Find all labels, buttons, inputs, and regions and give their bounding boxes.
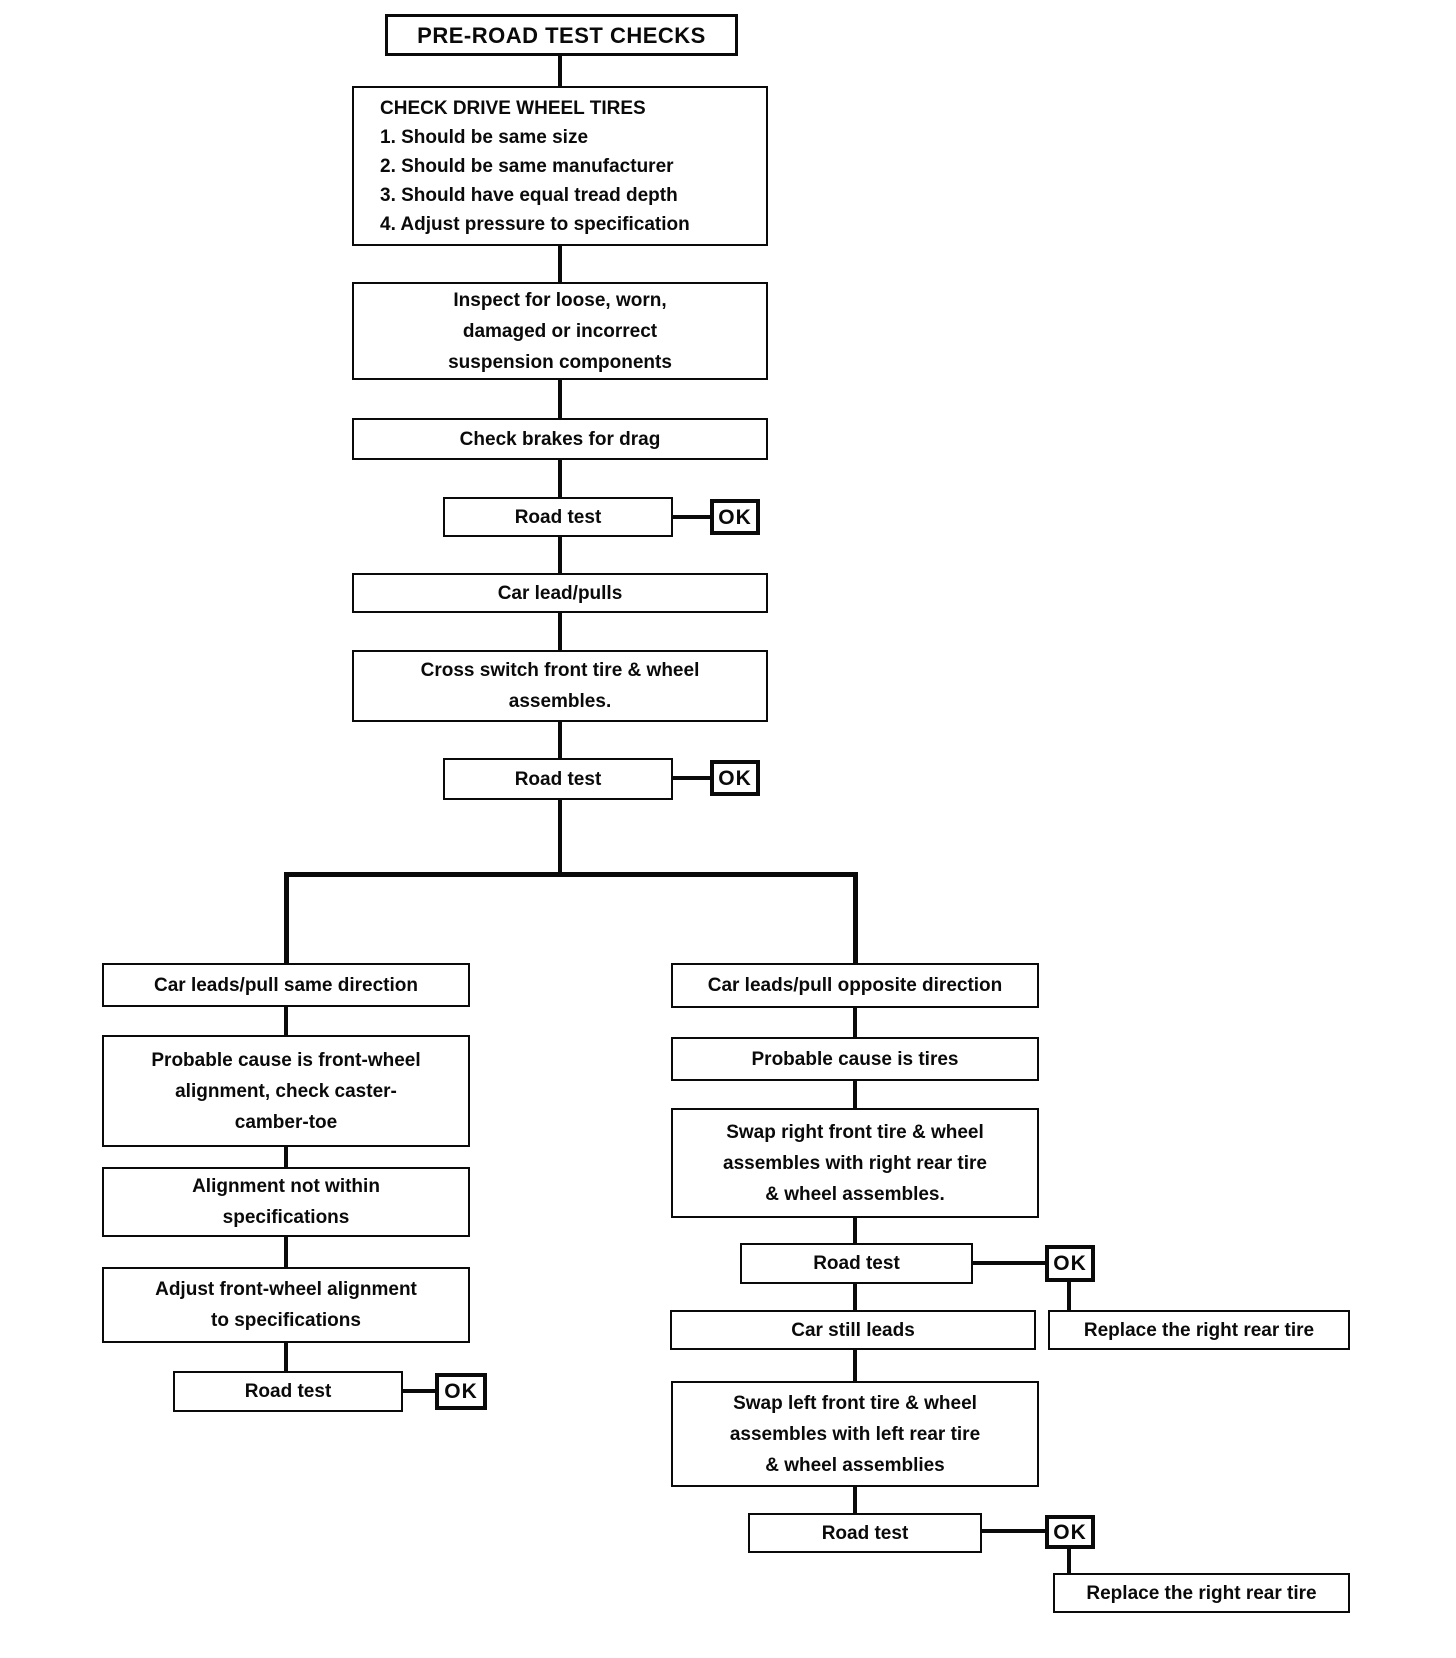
connector-swapright-to-roadtest4 — [853, 1218, 857, 1243]
node-text-line: Inspect for loose, worn, — [453, 289, 667, 311]
node-adjust-front-wheel-alignment: Adjust front-wheel alignment to specific… — [102, 1267, 470, 1343]
node-text-line: Adjust front-wheel alignment — [155, 1279, 417, 1300]
connector-same-to-probable — [284, 1007, 288, 1035]
connector-probable-to-alignment — [284, 1147, 288, 1167]
node-text-line: Swap left front tire & wheel — [733, 1392, 977, 1414]
node-road-test-3: Road test — [173, 1371, 403, 1412]
node-swap-right-front: Swap right front tire & wheel assembles … — [671, 1108, 1039, 1218]
node-car-still-leads: Car still leads — [670, 1310, 1036, 1350]
node-probable-cause-front-wheel: Probable cause is front-wheel alignment,… — [102, 1035, 470, 1147]
node-ok-5: OK — [1045, 1515, 1095, 1549]
node-text: OK — [718, 766, 752, 790]
node-inspect-suspension: Inspect for loose, worn, damaged or inco… — [352, 282, 768, 380]
node-alignment-not-within-specs: Alignment not within specifications — [102, 1167, 470, 1237]
node-text: Probable cause is tires — [751, 1048, 959, 1070]
connector-brakes-to-roadtest1 — [558, 460, 562, 497]
node-text: Check brakes for drag — [459, 428, 661, 450]
node-text: Car leads/pull opposite direction — [707, 975, 1003, 996]
node-text-item: 2. Should be same manufacturer — [380, 155, 674, 177]
node-ok-3: OK — [435, 1373, 487, 1410]
node-text: Replace the right rear tire — [1083, 1319, 1315, 1341]
node-text-line: damaged or incorrect — [462, 320, 658, 342]
connector-roadtest1-to-ok1 — [673, 515, 710, 519]
node-text-line: assembles with left rear tire — [729, 1423, 981, 1445]
node-text: OK — [718, 505, 752, 529]
node-check-brakes: Check brakes for drag — [352, 418, 768, 460]
connector-tires-to-swapright — [853, 1081, 857, 1108]
node-text-line: & wheel assemblies — [765, 1454, 945, 1476]
connector-roadtest4-to-ok4 — [973, 1261, 1045, 1265]
node-text-item: 3. Should have equal tread depth — [380, 184, 678, 206]
node-text-line: specifications — [222, 1207, 350, 1228]
node-ok-4: OK — [1045, 1245, 1095, 1282]
node-text-item: 4. Adjust pressure to specification — [380, 213, 690, 235]
node-probable-cause-tires: Probable cause is tires — [671, 1037, 1039, 1081]
node-text: Road test — [813, 1253, 900, 1274]
node-text: OK — [444, 1380, 478, 1403]
connector-crossswitch-to-roadtest2 — [558, 722, 562, 758]
connector-split-horizontal — [284, 872, 858, 877]
node-text: OK — [1053, 1520, 1087, 1544]
node-road-test-2: Road test — [443, 758, 673, 800]
node-text-line: to specifications — [211, 1310, 361, 1331]
connector-tires-to-inspect — [558, 246, 562, 282]
connector-roadtest1-to-carleadpulls — [558, 537, 562, 573]
node-check-drive-wheel-tires: CHECK DRIVE WHEEL TIRES 1. Should be sam… — [352, 86, 768, 246]
node-cross-switch: Cross switch front tire & wheel assemble… — [352, 650, 768, 722]
connector-carleadpulls-to-crossswitch — [558, 613, 562, 650]
connector-adjust-to-roadtest3 — [284, 1343, 288, 1371]
connector-opposite-to-tires — [853, 1008, 857, 1037]
connector-roadtest2-to-ok2 — [673, 776, 710, 780]
node-text-line: assembles with right rear tire — [723, 1152, 987, 1174]
node-text-line: alignment, check caster- — [175, 1080, 397, 1102]
node-text: Road test — [514, 768, 602, 790]
connector-split-to-right-branch — [853, 872, 858, 963]
node-road-test-5: Road test — [748, 1513, 982, 1553]
connector-inspect-to-brakes — [558, 380, 562, 418]
node-ok-1: OK — [710, 499, 760, 535]
node-text-item: 1. Should be same size — [380, 126, 589, 148]
node-text-heading: CHECK DRIVE WHEEL TIRES — [380, 97, 646, 119]
node-car-lead-pulls: Car lead/pulls — [352, 573, 768, 613]
connector-swapleft-to-roadtest5 — [853, 1487, 857, 1513]
connector-roadtest2-to-split — [558, 800, 562, 876]
node-text-line: suspension components — [448, 351, 672, 373]
node-text: Car lead/pulls — [497, 582, 623, 604]
connector-roadtest5-to-ok5 — [982, 1529, 1045, 1533]
node-text-line: Cross switch front tire & wheel — [420, 660, 700, 681]
node-title-text: PRE-ROAD TEST CHECKS — [417, 22, 706, 48]
connector-stillleads-to-swapleft — [853, 1350, 857, 1381]
connector-alignment-to-adjust — [284, 1237, 288, 1267]
node-text-line: Swap right front tire & wheel — [726, 1121, 984, 1143]
connector-roadtest4-to-stillleads — [853, 1284, 857, 1310]
connector-roadtest3-to-ok3 — [403, 1389, 435, 1393]
node-replace-right-rear-tire-2: Replace the right rear tire — [1053, 1573, 1350, 1613]
node-ok-2: OK — [710, 760, 760, 796]
node-road-test-4: Road test — [740, 1243, 973, 1284]
connector-title-to-tires — [558, 56, 562, 86]
node-text-line: Alignment not within — [192, 1176, 380, 1197]
node-swap-left-front: Swap left front tire & wheel assembles w… — [671, 1381, 1039, 1487]
node-text-line: camber-toe — [234, 1111, 338, 1133]
node-text: Car leads/pull same direction — [154, 974, 418, 996]
connector-split-to-left-branch — [284, 872, 289, 963]
node-text: OK — [1053, 1252, 1087, 1275]
node-car-leads-opposite-direction: Car leads/pull opposite direction — [671, 963, 1039, 1008]
node-road-test-1: Road test — [443, 497, 673, 537]
node-text: Replace the right rear tire — [1086, 1582, 1317, 1604]
node-text-line: Probable cause is front-wheel — [151, 1049, 421, 1071]
node-text-line: & wheel assembles. — [765, 1183, 945, 1205]
connector-ok4-to-replace1 — [1067, 1282, 1071, 1310]
node-text: Car still leads — [791, 1319, 915, 1341]
node-replace-right-rear-tire-1: Replace the right rear tire — [1048, 1310, 1350, 1350]
node-text: Road test — [244, 1381, 332, 1402]
node-car-leads-same-direction: Car leads/pull same direction — [102, 963, 470, 1007]
node-text: Road test — [821, 1522, 909, 1544]
node-text-line: assembles. — [508, 691, 612, 712]
node-text: Road test — [514, 506, 602, 528]
connector-ok5-to-replace2 — [1067, 1549, 1071, 1573]
node-title: PRE-ROAD TEST CHECKS — [385, 14, 738, 56]
